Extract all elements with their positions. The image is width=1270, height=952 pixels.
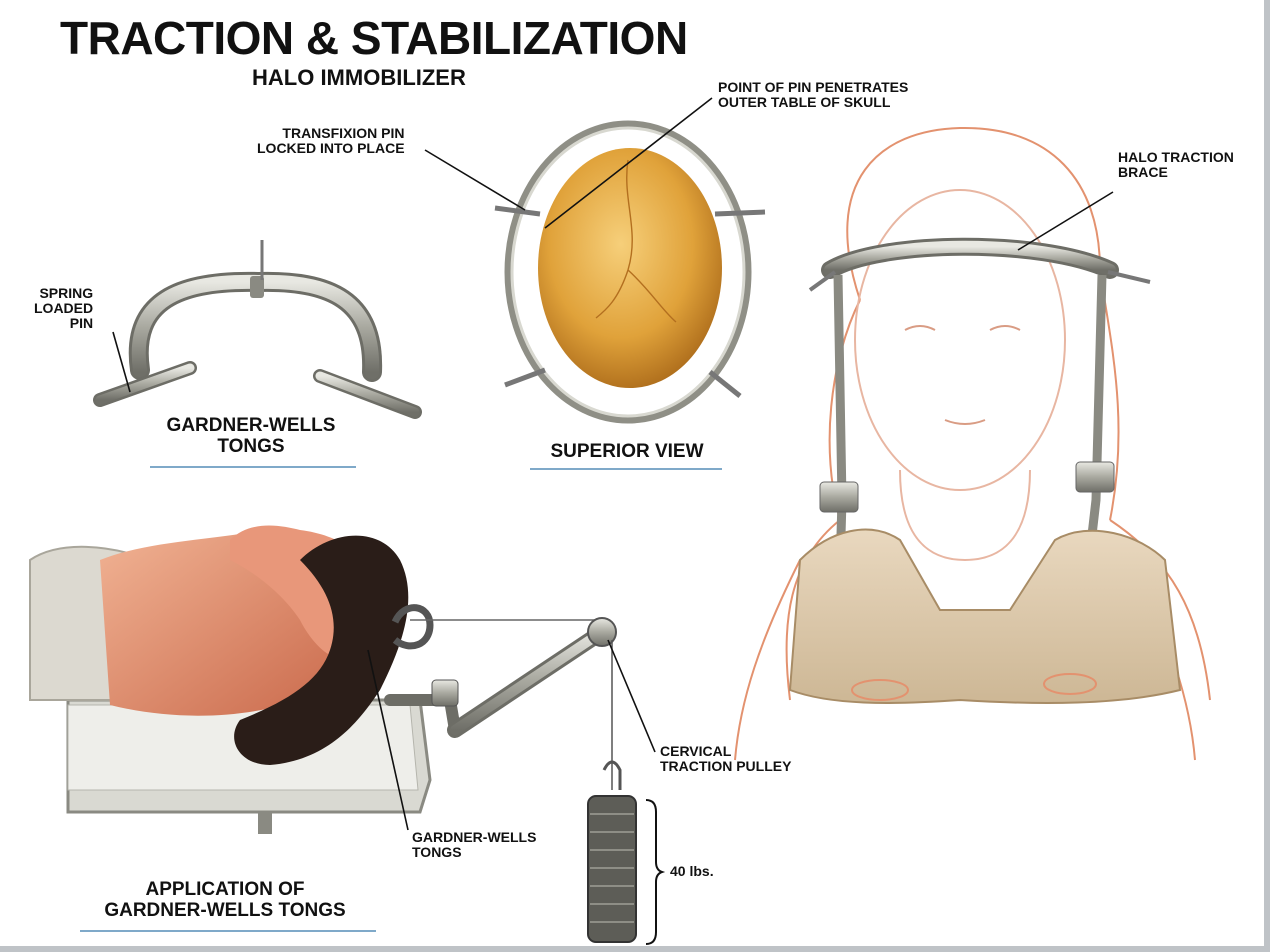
superior-view-caption: SUPERIOR VIEW [530,442,724,463]
gardner-wells-tongs-underline [150,466,356,468]
spring-loaded-pin-pointer [113,332,130,392]
halo-vest [790,530,1180,703]
transfixion-pin-pointer [425,150,525,210]
gardner-wells-tongs-illustration [100,240,415,412]
weight-label: 40 lbs. [670,864,714,879]
traction-pulley-arm [390,618,616,730]
superior-view-illustration [495,124,765,420]
transfixion-pin-label: TRANSFIXION PIN LOCKED INTO PLACE [257,126,405,156]
page-subtitle: HALO IMMOBILIZER [252,66,466,90]
halo-traction-brace-label: HALO TRACTION BRACE [1118,150,1234,180]
page-title: TRACTION & STABILIZATION [60,14,688,64]
traction-weight-stack [588,640,662,944]
point-of-pin-label: POINT OF PIN PENETRATES OUTER TABLE OF S… [718,80,908,110]
spring-loaded-pin-label: SPRING LOADED PIN [34,286,93,331]
gardner-wells-tongs-caption: GARDNER-WELLS TONGS [140,416,362,457]
gardner-wells-tongs-callout-label: GARDNER-WELLS TONGS [412,830,536,860]
cervical-traction-pulley-label: CERVICAL TRACTION PULLEY [660,744,791,774]
patient-application-illustration [30,526,600,834]
cervical-pulley-pointer [608,640,655,752]
superior-view-underline [530,468,722,470]
application-underline [80,930,376,932]
application-caption: APPLICATION OF GARDNER-WELLS TONGS [70,880,380,921]
